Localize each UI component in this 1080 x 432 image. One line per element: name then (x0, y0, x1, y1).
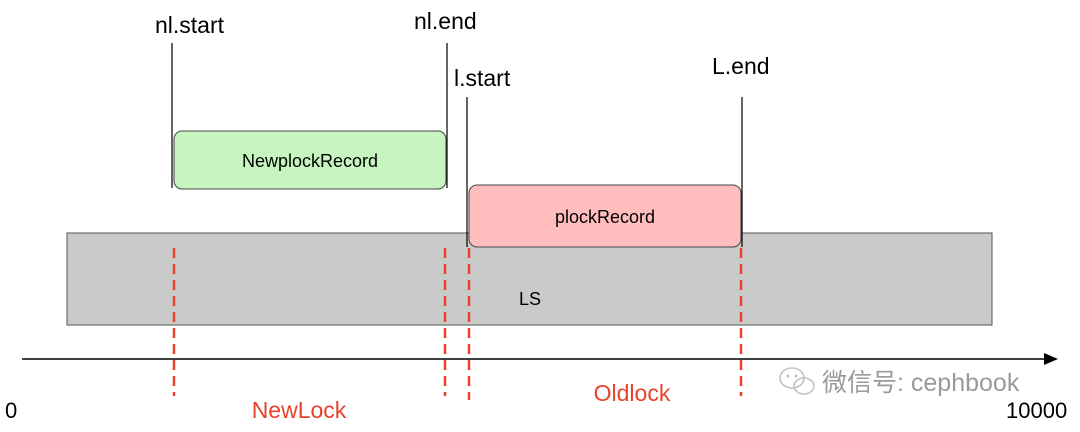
nl-end-label: nl.end (414, 8, 477, 34)
watermark-text: 微信号: cephbook (822, 369, 1020, 397)
ls-label: LS (519, 289, 541, 309)
nl-start-label: nl.start (155, 12, 225, 38)
wechat-icon (779, 367, 815, 395)
old-lock-label: Oldlock (594, 380, 671, 406)
new-record-box (173, 130, 447, 190)
ls-bar (66, 232, 993, 326)
l-end-label: L.end (712, 53, 770, 79)
new-record-label: NewplockRecord (242, 151, 378, 171)
new-lock-label: NewLock (252, 397, 347, 423)
axis-min-label: 0 (5, 398, 17, 423)
axis-max-label: 10000 (1006, 398, 1067, 423)
axis-arrowhead (1044, 353, 1058, 365)
old-record-box (468, 184, 742, 248)
old-record-label: plockRecord (555, 207, 655, 227)
l-start-label: l.start (454, 65, 511, 91)
